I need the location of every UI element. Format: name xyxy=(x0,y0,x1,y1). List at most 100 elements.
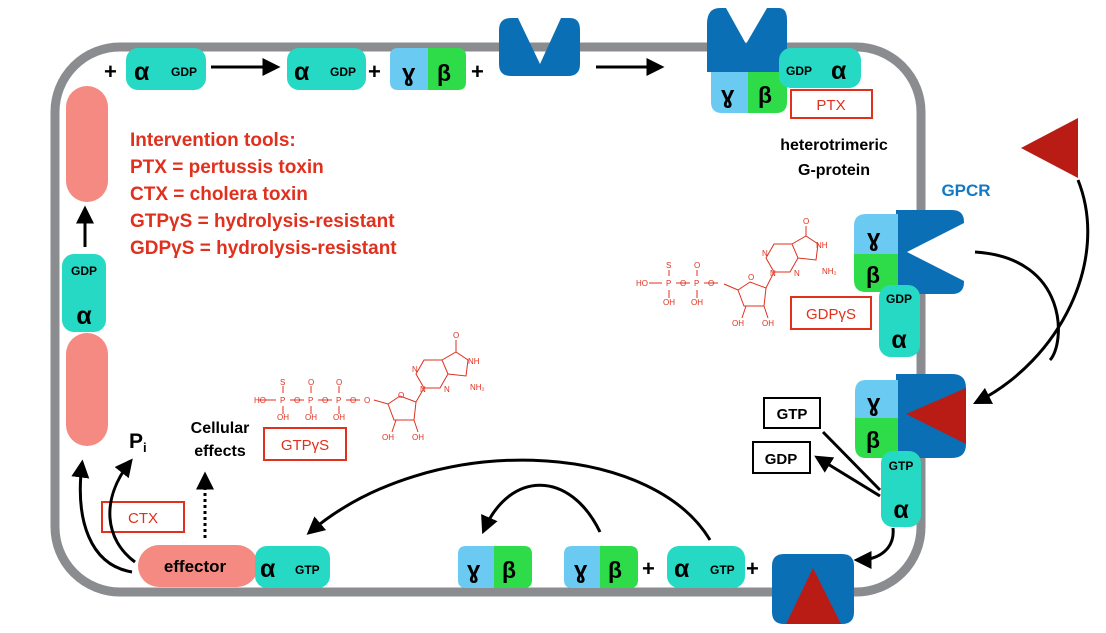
svg-text:P: P xyxy=(308,396,313,405)
svg-text:OH: OH xyxy=(691,298,703,307)
svg-text:O: O xyxy=(336,378,342,387)
alpha-gdp-subunit-2: α GDP xyxy=(287,48,366,90)
svg-text:O: O xyxy=(308,378,314,387)
beta-gamma-dimer-top: ɣ β xyxy=(390,48,466,90)
ligand-triangle-free xyxy=(1021,118,1078,178)
svg-text:P: P xyxy=(336,396,341,405)
svg-text:NH: NH xyxy=(468,357,480,366)
beta-gamma-dimer-active: ɣ β xyxy=(855,380,898,458)
alpha-symbol: α xyxy=(260,555,276,583)
ptx-box: PTX xyxy=(790,89,873,119)
beta-symbol: β xyxy=(608,557,622,583)
intervention-title: Intervention tools: xyxy=(130,130,296,151)
gdp-label: GDP xyxy=(786,64,812,78)
heterotrimeric-label: heterotrimeric xyxy=(780,137,888,154)
g-protein-label: G-protein xyxy=(798,162,870,179)
gdp-label: GDP xyxy=(171,65,197,79)
svg-text:OH: OH xyxy=(333,413,345,422)
svg-text:S: S xyxy=(280,378,285,387)
plus-sign-1: + xyxy=(104,59,117,84)
beta-gamma-dimer-gpcr: ɣ β xyxy=(854,214,898,292)
gdpgs-chemical-labels: HO P O P O S O OH OH O OH OH N N N NH NH… xyxy=(636,217,837,328)
gdp-label: GDP xyxy=(330,65,356,79)
beta-symbol: β xyxy=(866,262,880,288)
alpha-symbol: α xyxy=(134,58,150,86)
svg-text:O: O xyxy=(294,396,300,405)
svg-text:O: O xyxy=(350,396,356,405)
alpha-gtp-subunit-effector: α GTP xyxy=(255,546,330,588)
intervention-line-gtpgs: GTPγS = hydrolysis-resistant xyxy=(130,211,395,232)
gamma-symbol: ɣ xyxy=(721,82,735,109)
pi-label: Pi xyxy=(129,430,147,455)
membrane-channel-lower xyxy=(66,333,108,446)
beta-gamma-dimer-released: ɣ β xyxy=(564,546,638,588)
gtpgs-chemical-labels: HO P O P O P O O S O O OH OH OH O OH OH … xyxy=(254,331,485,442)
svg-text:N: N xyxy=(420,385,426,394)
arrow-receptor-activation xyxy=(974,250,1060,362)
intervention-line-ctx: CTX = cholera toxin xyxy=(130,184,308,205)
arrow-gdp-out xyxy=(814,455,881,498)
alpha-gtp-subunit-active: GTP α xyxy=(881,451,921,527)
svg-text:GDPγS: GDPγS xyxy=(806,306,856,323)
plus-sign-4: + xyxy=(746,556,759,581)
arrow-to-pi xyxy=(108,458,136,564)
plus-sign-3: + xyxy=(471,59,484,84)
alpha-gtp-subunit-released: α GTP xyxy=(667,546,745,588)
gpcr-receptor-empty xyxy=(499,18,580,76)
intervention-line-ptx: PTX = pertussis toxin xyxy=(130,157,324,178)
alpha-gdp-subunit-gpcr: GDP α xyxy=(879,285,920,357)
svg-text:OH: OH xyxy=(277,413,289,422)
plus-sign-5: + xyxy=(642,556,655,581)
beta-symbol: β xyxy=(437,60,451,86)
alpha-gdp-subunit-1: α GDP xyxy=(126,48,206,90)
svg-text:O: O xyxy=(322,396,328,405)
svg-text:N: N xyxy=(794,269,800,278)
alpha-symbol: α xyxy=(674,555,690,583)
arrow-alpha-to-effector xyxy=(306,458,712,541)
svg-text:OH: OH xyxy=(382,433,394,442)
ligand-triangle-bound-1 xyxy=(906,388,966,444)
gtp-label: GTP xyxy=(295,563,320,577)
svg-text:GDP: GDP xyxy=(765,451,798,468)
arrow-gtp-in xyxy=(821,430,882,492)
gtpgs-box: GTPγS xyxy=(263,427,347,461)
svg-text:O: O xyxy=(694,261,700,270)
gamma-symbol: ɣ xyxy=(867,390,881,417)
svg-text:P: P xyxy=(280,396,285,405)
gamma-symbol: ɣ xyxy=(467,557,481,584)
svg-text:P: P xyxy=(694,279,699,288)
alpha-gdp-subunit-complex: GDP α xyxy=(779,48,861,88)
cellular-effects-label-2: effects xyxy=(194,443,246,460)
intervention-line-gdpgs: GDPγS = hydrolysis-resistant xyxy=(130,238,397,259)
svg-text:GTPγS: GTPγS xyxy=(281,437,329,454)
gamma-symbol: ɣ xyxy=(867,225,881,252)
arrow-to-receptor-bottom xyxy=(853,527,895,569)
svg-text:N: N xyxy=(770,269,776,278)
svg-text:HO: HO xyxy=(636,279,648,288)
svg-text:O: O xyxy=(453,331,459,340)
gdp-box: GDP xyxy=(752,441,811,474)
gdp-label: GDP xyxy=(71,264,97,278)
svg-text:P: P xyxy=(666,279,671,288)
alpha-symbol: α xyxy=(891,326,907,354)
alpha-symbol: α xyxy=(294,58,310,86)
beta-gamma-dimer-complex: ɣ β xyxy=(711,72,787,113)
svg-text:effector: effector xyxy=(164,557,227,576)
intervention-tools-legend: Intervention tools: PTX = pertussis toxi… xyxy=(130,130,397,259)
svg-text:N: N xyxy=(444,385,450,394)
arrow-ligand-binding xyxy=(972,179,1090,405)
gtp-label: GTP xyxy=(889,459,914,473)
gpcr-binding-pocket xyxy=(907,222,966,282)
svg-text:O: O xyxy=(364,396,370,405)
gpcr-receptor-bound xyxy=(707,8,787,72)
cell-membrane xyxy=(50,42,926,597)
beta-symbol: β xyxy=(758,82,772,108)
svg-text:N: N xyxy=(412,365,418,374)
ligand-triangle-bound-2 xyxy=(786,568,841,624)
gtp-label: GTP xyxy=(710,563,735,577)
membrane-channel-upper xyxy=(66,86,108,202)
svg-text:O: O xyxy=(748,273,754,282)
svg-text:HO: HO xyxy=(254,396,266,405)
alpha-symbol: α xyxy=(831,57,847,85)
